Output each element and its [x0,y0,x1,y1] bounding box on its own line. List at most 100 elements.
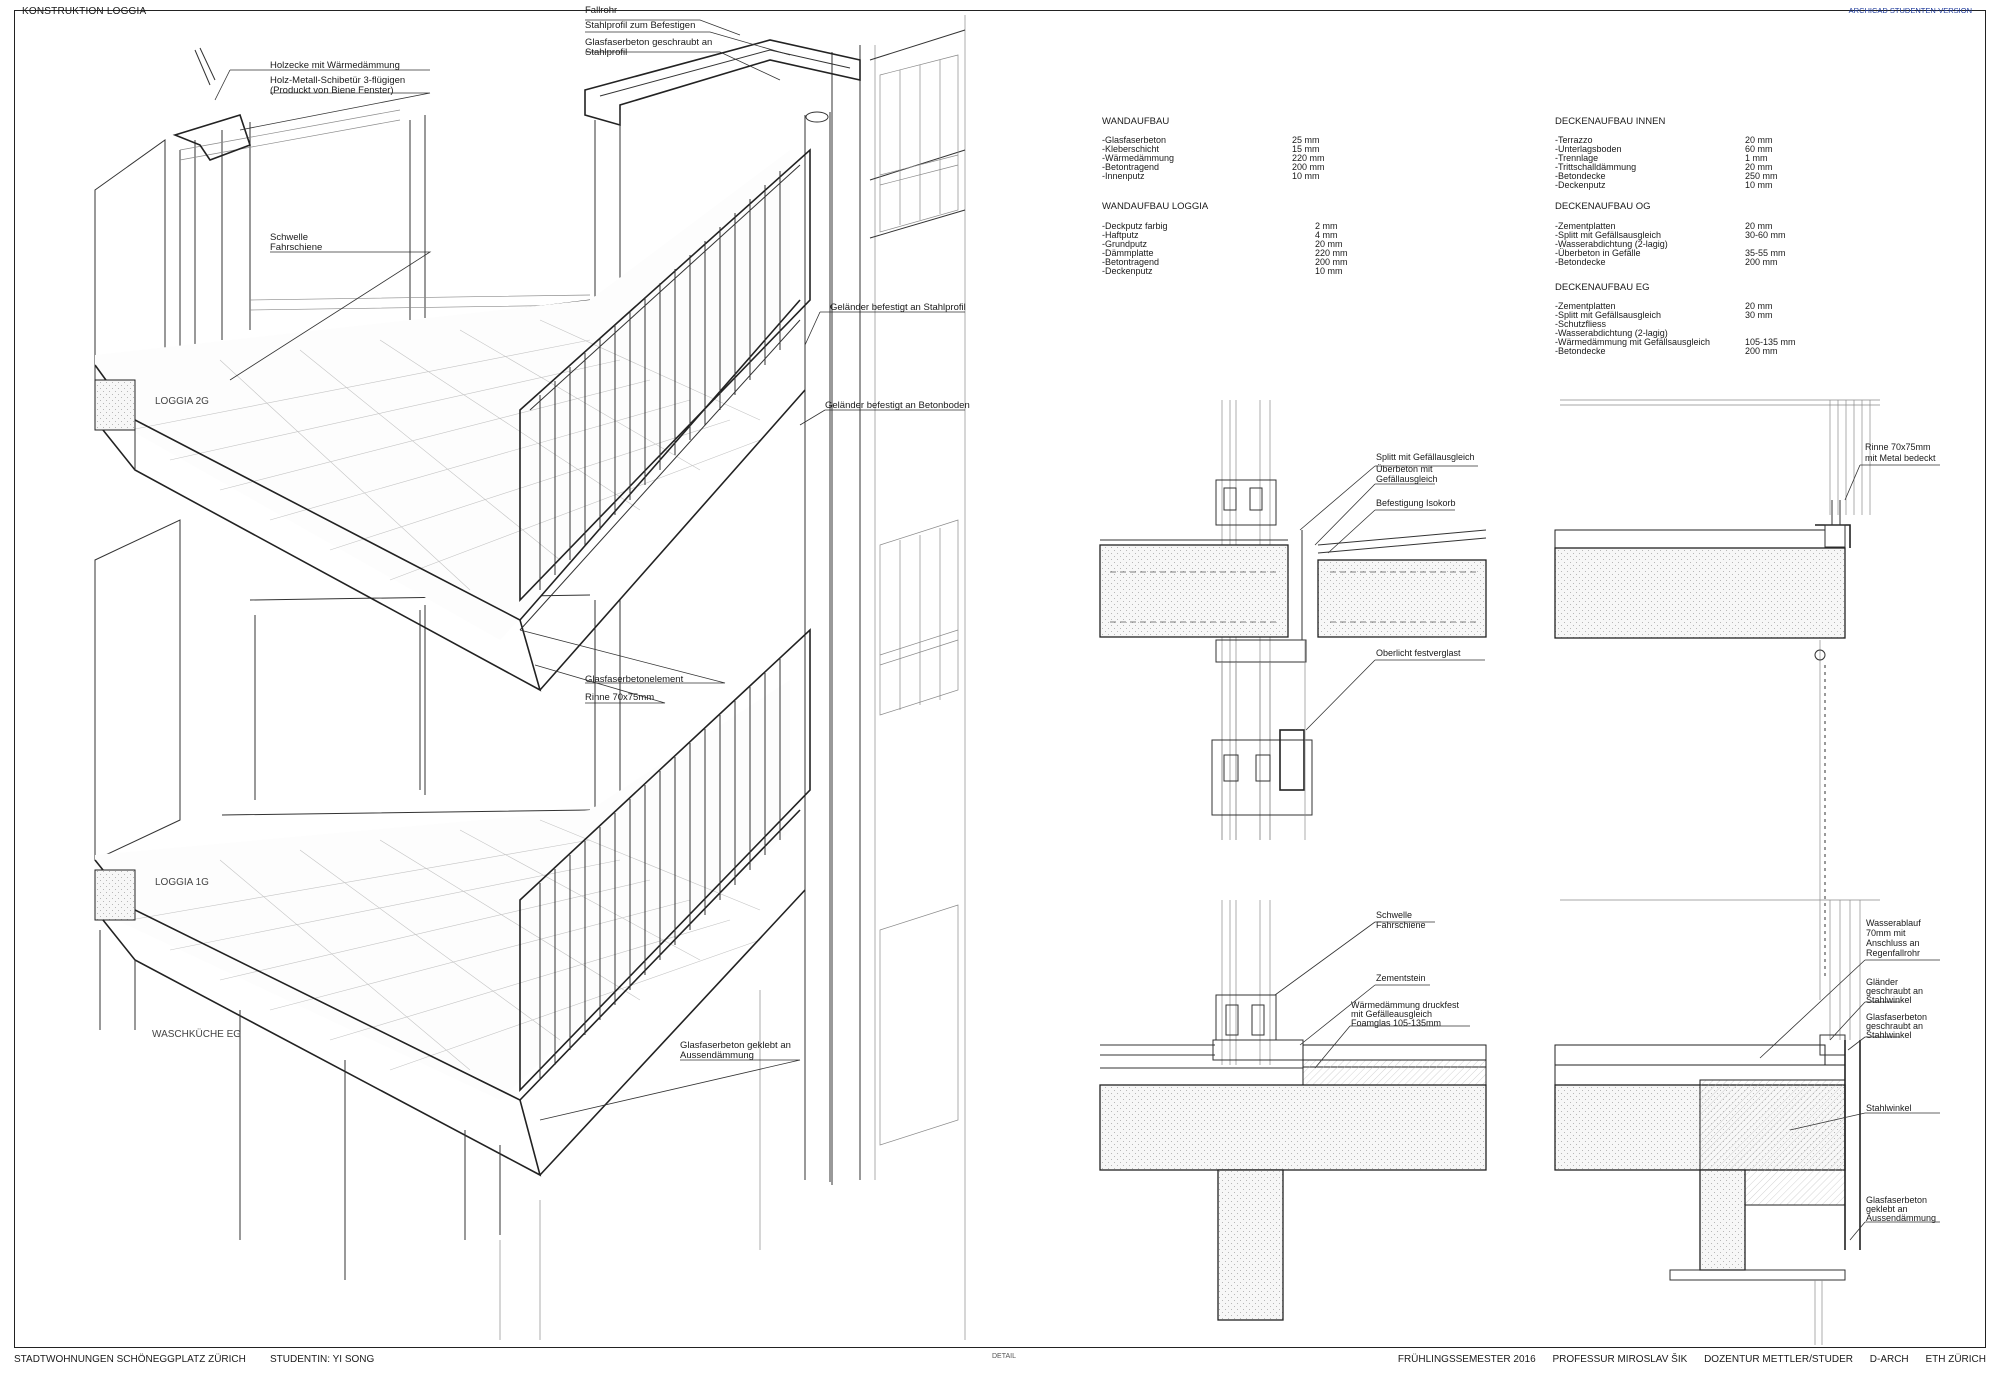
label-glasfaserelement: Glasfaserbetonelement [585,674,684,685]
table-row-name: -Betontragend [1102,162,1159,172]
table-row-name: -Glasfaserbeton [1102,135,1166,145]
footer-dozentur: DOZENTUR METTLER/STUDER [1704,1354,1853,1365]
axo-leader-lines [214,19,965,1121]
table-row-name: -Terrazzo [1555,135,1593,145]
label-ueberbeton-1: Überbeton mit [1376,464,1433,474]
label-stahlprofil: Stahlprofil zum Befestigen [585,20,695,31]
table-row-name: -Wärmedämmung [1102,153,1174,163]
level-waschkueche: WASCHKÜCHE EG [152,1028,241,1040]
table-deckenaufbau-innen: DECKENAUFBAU INNEN -Terrazzo 20 mm -Unte… [1555,116,1778,190]
table-row-value: 220 mm [1292,153,1325,163]
roof-cap [584,39,861,127]
table-row-name: -Wärmedämmung mit Gefällsausgleich [1555,337,1710,347]
table-row-value: 2 mm [1315,221,1338,231]
sheet-title: KONSTRUKTION LOGGIA [22,6,147,17]
table-row-name: -Trennlage [1555,153,1598,163]
table-row-value: 20 mm [1745,221,1773,231]
table-row-name: -Splitt mit Gefällsausgleich [1555,310,1661,320]
label-schiebetuer-2: (Produckt von Biene Fenster) [270,85,394,96]
table-row-value: 105-135 mm [1745,337,1796,347]
label-geklebt-1: Glasfaserbeton [1866,1195,1927,1205]
table-deckenaufbau-og: DECKENAUFBAU OG -Zementplatten 20 mm -Sp… [1555,201,1786,267]
label-schwelle-1: Schwelle [1376,910,1412,920]
level-loggia-2g: LOGGIA 2G [155,396,209,407]
table-row-name: -Betondecke [1555,257,1606,267]
label-schwelle-2: Fahrschiene [1376,920,1426,930]
label-glasfaser-1: Glasfaserbeton geschraubt an [585,37,712,48]
table-row-value: 30-60 mm [1745,230,1786,240]
table-row-name: -Splitt mit Gefällsausgleich [1555,230,1661,240]
footer-project: STADTWOHNUNGEN SCHÖNEGGPLATZ ZÜRICH [14,1354,246,1365]
drawing-sheet-frame [14,10,1986,1348]
footer-sheet-type: DETAIL [992,1353,1016,1360]
label-daemmung-3: Foamglas 105-135mm [1351,1018,1441,1028]
label-schiebetuer-1: Holz-Metall-Schibetür 3-flügigen [270,75,405,86]
label-geklebt-2: Aussendämmung [680,1050,754,1061]
label-wasserablauf-2: 70mm mit [1866,928,1906,938]
label-holzecke: Holzecke mit Wärmedämmung [270,60,400,71]
table-wandaufbau: WANDAUFBAU -Glasfaserbeton 25 mm -Kleber… [1102,116,1325,181]
label-daemmung-2: mit Gefälleausgleich [1351,1009,1432,1019]
table-row-value: 4 mm [1315,230,1338,240]
loggia-1g-slab [94,680,806,1280]
table-row-value: 35-55 mm [1745,248,1786,258]
label-daemmung-1: Wärmedämmung druckfest [1351,1000,1460,1010]
table-title: DECKENAUFBAU OG [1555,201,1651,212]
label-gelaender-beton: Geländer befestigt an Betonboden [825,400,970,411]
label-isokorb: Befestigung Isokorb [1376,498,1456,508]
footer-credits: FRÜHLINGSSEMESTER 2016 PROFESSUR MIROSLA… [1384,1354,1986,1365]
footer-student: STUDENTIN: YI SONG [270,1354,375,1365]
label-glasfaser-1: Glasfaserbeton [1866,1012,1927,1022]
table-row-value: 200 mm [1315,257,1348,267]
table-row-name: -Deckenputz [1102,266,1153,276]
table-row-name: -Innenputz [1102,171,1145,181]
footer-dept: D-ARCH [1869,1354,1909,1365]
table-title: WANDAUFBAU LOGGIA [1102,201,1209,212]
label-splitt: Splitt mit Gefällausgleich [1376,452,1475,462]
table-row-value: 25 mm [1292,135,1320,145]
label-geklebt-2: geklebt an [1866,1204,1908,1214]
label-glasfaser-2: Stahlprofil [585,47,627,58]
section-detail-og-edge: Rinne 70x75mm mit Metal bedeckt [1554,399,1940,1000]
label-geklebt-3: Aussendämmung [1866,1213,1936,1223]
table-row-value: 10 mm [1315,266,1343,276]
table-row-value: 250 mm [1745,171,1778,181]
table-row-value: 20 mm [1745,135,1773,145]
table-title: DECKENAUFBAU INNEN [1555,116,1665,127]
table-row-value: 200 mm [1745,257,1778,267]
table-row-name: -Haftputz [1102,230,1139,240]
loggia-2g-slab [94,150,806,692]
label-stahlwinkel: Stahlwinkel [1866,1103,1912,1113]
label-wasserablauf-1: Wasserablauf [1866,918,1921,928]
label-rinne-2: mit Metal bedeckt [1865,453,1936,463]
table-row-value: 30 mm [1745,310,1773,320]
axonometric-drawing: Fallrohr Stahlprofil zum Befestigen Glas… [94,5,970,1340]
table-row-value: 60 mm [1745,144,1773,154]
table-row-value: 220 mm [1315,248,1348,258]
railing-1g [519,628,811,1092]
table-title: DECKENAUFBAU EG [1555,282,1650,293]
label-glasfaser-3: Stahlwinkel [1866,1030,1912,1040]
label-geklebt-1: Glasfaserbeton geklebt an [680,1040,791,1051]
label-zementstein: Zementstein [1376,973,1426,983]
table-row-name: -Betondecke [1555,346,1606,356]
table-row-name: -Trittschalldämmung [1555,162,1636,172]
railing-2g [519,148,811,602]
table-row-name: -Zementplatten [1555,221,1616,231]
table-row-value: 10 mm [1292,171,1320,181]
label-gelaender-stahl: Geländer befestigt an Stahlprofil [830,302,966,313]
label-ueberbeton-2: Gefällausgleich [1376,474,1438,484]
table-deckenaufbau-eg: DECKENAUFBAU EG -Zementplatten 20 mm -Sp… [1555,282,1796,356]
label-rinne-1: Rinne 70x75mm [1865,442,1931,452]
footer-professor: PROFESSUR MIROSLAV ŠIK [1552,1354,1688,1365]
table-row-name: -Wasserabdichtung (2-lagig) [1555,328,1668,338]
table-wandaufbau-loggia: WANDAUFBAU LOGGIA -Deckputz farbig 2 mm … [1102,201,1348,276]
downpipe [804,111,831,1182]
table-row-value: 15 mm [1292,144,1320,154]
section-detail-og-door: Splitt mit Gefällausgleich Überbeton mit… [1099,400,1487,840]
table-row-value: 1 mm [1745,153,1768,163]
section-detail-eg-door: Schwelle Fahrschiene Zementstein Wärmedä… [1099,900,1487,1321]
table-row-name: -Betondecke [1555,171,1606,181]
label-glasfaser-2: geschraubt an [1866,1021,1923,1031]
table-row-name: -Zementplatten [1555,301,1616,311]
